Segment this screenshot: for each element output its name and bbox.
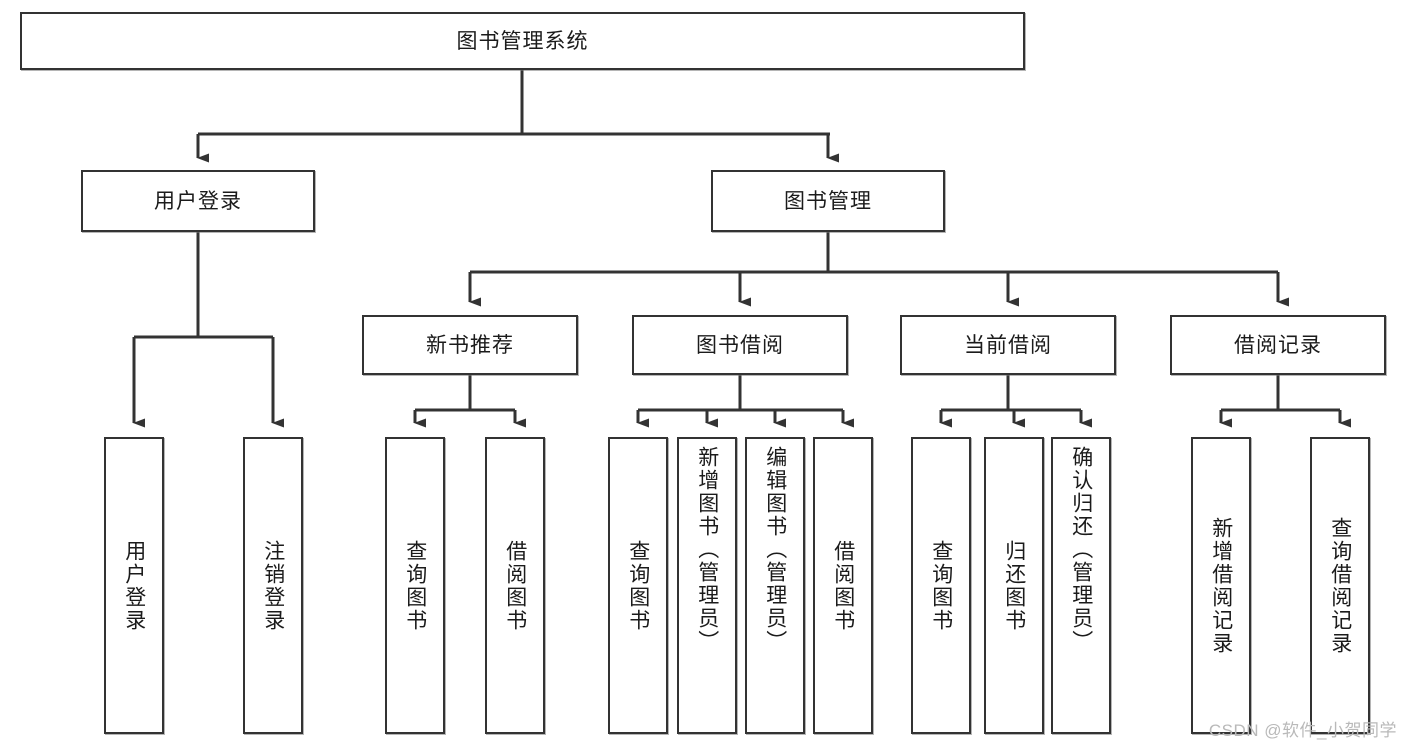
node-leaf-edit-book-label: 编辑图书（管理员）	[763, 446, 787, 653]
node-leaf-edit-book[interactable]: 编辑图书（管理员）	[745, 437, 805, 734]
node-leaf-add-book-label: 新增图书（管理员）	[695, 446, 719, 653]
node-borrow-record[interactable]: 借阅记录	[1170, 315, 1386, 375]
node-leaf-return-book-label: 归还图书	[1002, 539, 1026, 632]
node-leaf-confirm-return[interactable]: 确认归还（管理员）	[1051, 437, 1111, 734]
node-leaf-add-record[interactable]: 新增借阅记录	[1191, 437, 1251, 734]
node-leaf-borrow-book-1-label: 借阅图书	[503, 539, 527, 632]
node-leaf-query-book-1[interactable]: 查询图书	[385, 437, 445, 734]
node-root[interactable]: 图书管理系统	[20, 12, 1025, 70]
node-borrow-record-label: 借阅记录	[1234, 333, 1322, 357]
node-current-borrow-label: 当前借阅	[964, 333, 1052, 357]
node-current-borrow[interactable]: 当前借阅	[900, 315, 1116, 375]
watermark: CSDN @软件_小贺同学	[1208, 721, 1397, 740]
node-book-borrow[interactable]: 图书借阅	[632, 315, 848, 375]
node-leaf-query-record-label: 查询借阅记录	[1328, 516, 1352, 655]
node-book-manage-label: 图书管理	[784, 189, 872, 213]
node-book-manage[interactable]: 图书管理	[711, 170, 945, 232]
node-leaf-borrow-book-2[interactable]: 借阅图书	[813, 437, 873, 734]
node-user-login-label: 用户登录	[154, 189, 242, 213]
node-leaf-user-login[interactable]: 用户登录	[104, 437, 164, 734]
node-leaf-logout-label: 注销登录	[261, 539, 285, 632]
node-root-label: 图书管理系统	[456, 29, 589, 53]
node-leaf-query-book-1-label: 查询图书	[403, 539, 427, 632]
node-leaf-borrow-book-1[interactable]: 借阅图书	[485, 437, 545, 734]
node-leaf-logout[interactable]: 注销登录	[243, 437, 303, 734]
node-leaf-add-book[interactable]: 新增图书（管理员）	[677, 437, 737, 734]
node-new-book-recommend-label: 新书推荐	[426, 333, 514, 357]
node-leaf-add-record-label: 新增借阅记录	[1209, 516, 1233, 655]
node-leaf-confirm-return-label: 确认归还（管理员）	[1069, 446, 1093, 653]
node-leaf-query-record[interactable]: 查询借阅记录	[1310, 437, 1370, 734]
node-leaf-user-login-label: 用户登录	[122, 539, 146, 632]
node-leaf-query-book-3[interactable]: 查询图书	[911, 437, 971, 734]
node-leaf-return-book[interactable]: 归还图书	[984, 437, 1044, 734]
node-book-borrow-label: 图书借阅	[696, 333, 784, 357]
node-leaf-query-book-3-label: 查询图书	[929, 539, 953, 632]
node-leaf-query-book-2[interactable]: 查询图书	[608, 437, 668, 734]
node-user-login[interactable]: 用户登录	[81, 170, 315, 232]
node-leaf-borrow-book-2-label: 借阅图书	[831, 539, 855, 632]
node-new-book-recommend[interactable]: 新书推荐	[362, 315, 578, 375]
node-leaf-query-book-2-label: 查询图书	[626, 539, 650, 632]
